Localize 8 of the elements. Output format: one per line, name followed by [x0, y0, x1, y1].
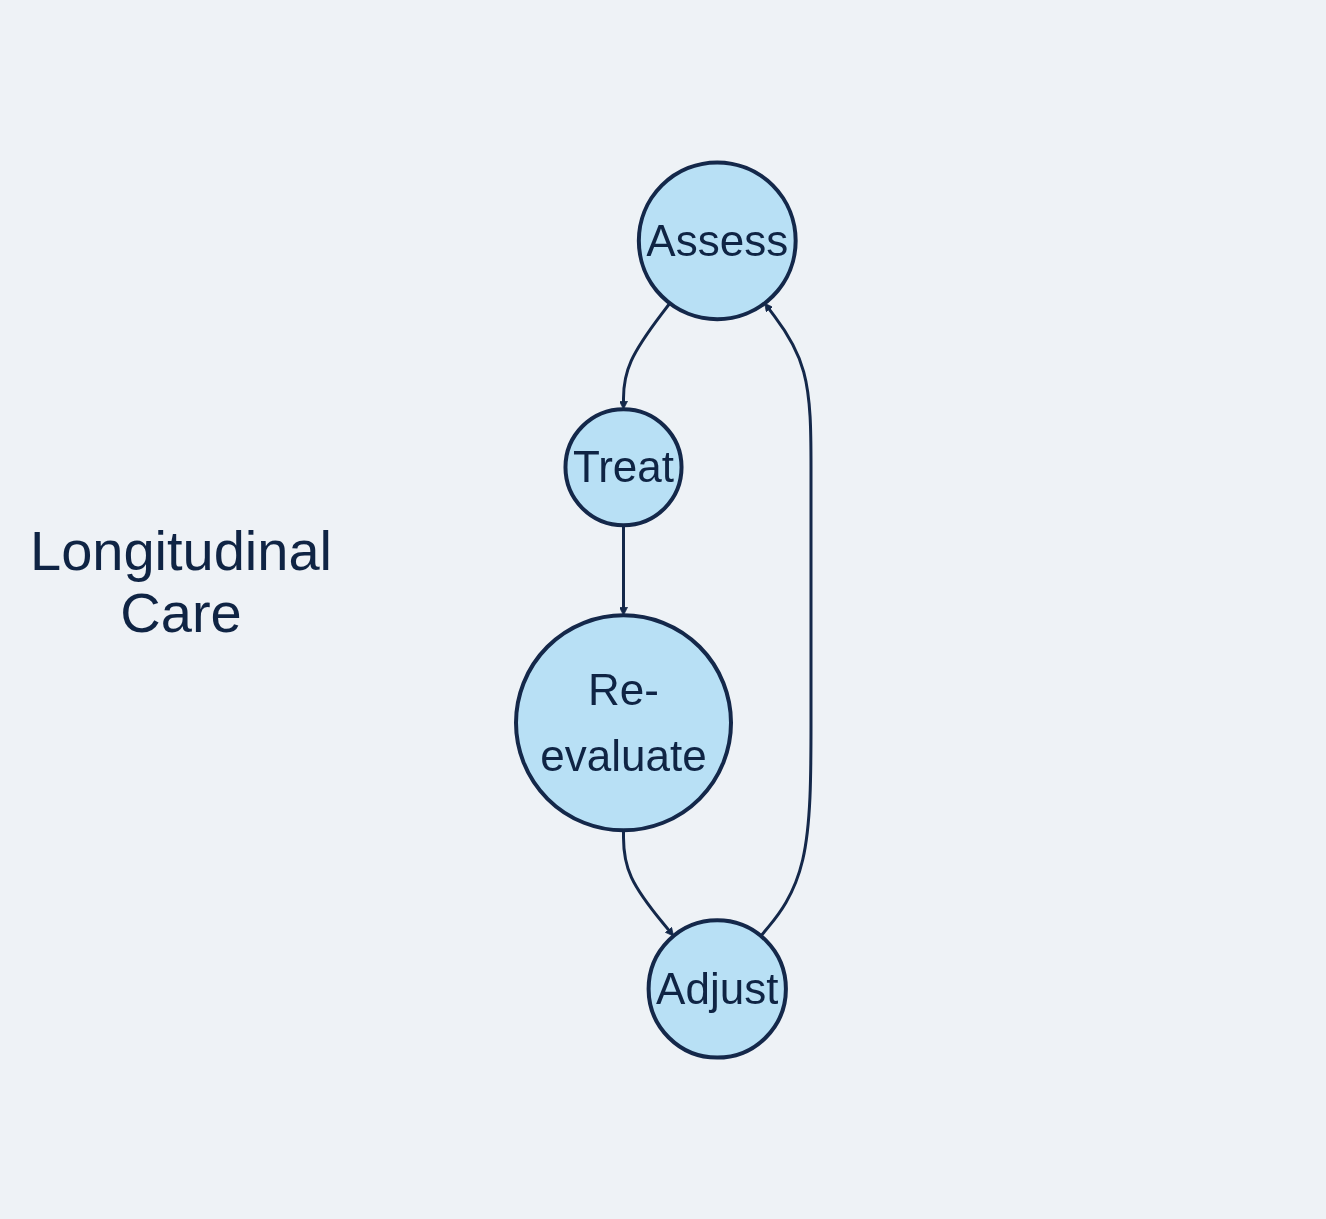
- arrow: [621, 829, 674, 936]
- node-circle: Re-evaluate: [513, 612, 733, 832]
- arrow: [618, 524, 628, 616]
- arrow: [759, 302, 812, 937]
- node-circle: Assess: [636, 159, 798, 321]
- node-circle: Treat: [562, 406, 684, 527]
- node-circle: Adjust: [646, 917, 788, 1060]
- center-label: Longitudinal Care: [30, 520, 333, 644]
